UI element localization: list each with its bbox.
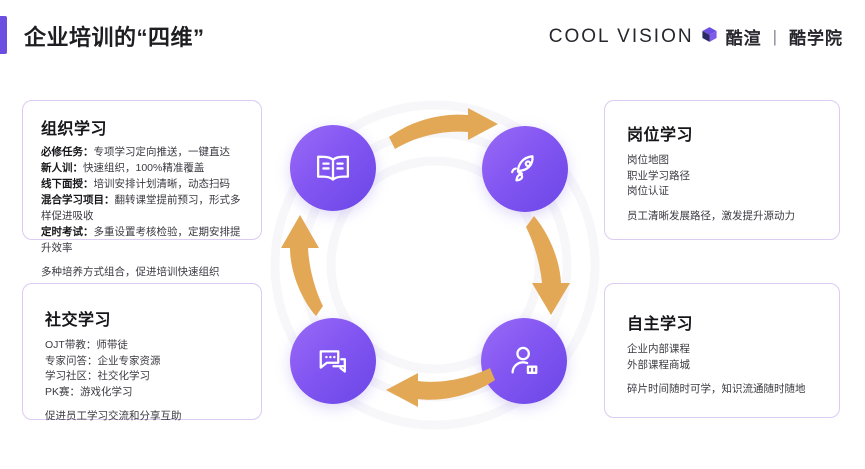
cycle-node-position[interactable] — [482, 126, 568, 212]
rocket-icon — [511, 155, 534, 182]
card-line-label: 新人训 — [41, 162, 73, 174]
card-line-text: 多重设置考核检验，定期安排提升效率 — [41, 226, 241, 254]
arrow-down-icon — [526, 216, 570, 315]
card-line-text: 专项学习定向推送，一键直达 — [93, 146, 231, 158]
cycle-node-organizational[interactable] — [290, 125, 376, 211]
card-line-label: 线下面授 — [41, 178, 83, 190]
card-line-sep: ： — [83, 146, 94, 158]
chat-bubbles-icon — [319, 350, 346, 373]
title-accent-bar — [0, 16, 7, 54]
card-line: 学习社区：社交化学习 — [45, 370, 150, 382]
card-footer: 碎片时间随时可学，知识流通随时随地 — [627, 383, 806, 395]
card-line: OJT带教：师带徒 — [45, 339, 128, 351]
person-reading-icon — [511, 346, 538, 374]
cube-icon — [701, 26, 717, 42]
arrow-left-icon — [386, 368, 495, 407]
card-line: 新人训：快速组织，100%精准覆盖 — [41, 160, 246, 176]
card-line-sep: ： — [83, 178, 94, 190]
card-title: 自主学习 — [627, 316, 694, 333]
card-line: 定时考试：多重设置考核检验，定期安排提升效率 — [41, 224, 246, 256]
card-position-learning[interactable]: 岗位学习 岗位地图 职业学习路径 岗位认证 员工清晰发展路径，激发提升源动力 — [604, 100, 840, 240]
card-line: 外部课程商城 — [627, 358, 690, 371]
brand-logo: COOL VISION 酷渲 | 酷学院 — [549, 24, 843, 49]
brand-wordmark: COOL VISION — [548, 25, 694, 47]
card-line-sep: ： — [104, 194, 115, 206]
card-social-learning[interactable]: 社交学习 OJT带教：师带徒 专家问答：企业专家资源 学习社区：社交化学习 PK… — [22, 283, 262, 422]
card-line: 企业内部课程 — [627, 343, 690, 355]
card-line: 岗位认证 — [627, 185, 669, 197]
card-line-label: 混合学习项目 — [41, 194, 104, 206]
cycle-node-self-directed[interactable] — [481, 318, 567, 404]
brand-separator: | — [772, 26, 778, 46]
card-line-sep: ： — [83, 226, 94, 238]
card-line: 岗位地图 — [627, 154, 669, 166]
card-line: 混合学习项目：翻转课堂提前预习，形式多样促进吸收 — [41, 192, 246, 224]
cycle-node-social[interactable] — [290, 318, 376, 404]
card-footer: 员工清晰发展路径，激发提升源动力 — [627, 209, 795, 222]
card-title: 社交学习 — [45, 312, 112, 329]
card-organizational-learning[interactable]: 组织学习 必修任务：专项学习定向推送，一键直达 新人训：快速组织，100%精准覆… — [22, 100, 262, 278]
card-line: 线下面授：培训安排计划清晰，动态扫码 — [41, 176, 246, 192]
card-footer: 多种培养方式组合，促进培训快速组织 — [41, 266, 220, 278]
card-line: 专家问答：企业专家资源 — [45, 354, 161, 367]
card-line-text: 翻转课堂提前预习，形式多样促进吸收 — [41, 194, 241, 222]
brand-cn-right: 酷学院 — [789, 29, 843, 48]
arrow-right-icon — [389, 108, 498, 149]
card-line-text: 培训安排计划清晰，动态扫码 — [93, 178, 231, 190]
card-line: PK赛：游戏化学习 — [45, 385, 133, 398]
card-line: 职业学习路径 — [627, 169, 690, 182]
brand-cn-left: 酷渲 — [725, 29, 762, 48]
card-title: 岗位学习 — [627, 127, 694, 144]
card-line-sep: ： — [72, 162, 84, 174]
page-title: 企业培训的“四维” — [24, 25, 205, 50]
open-book-icon — [316, 155, 350, 181]
card-footer: 促进员工学习交流和分享互助 — [45, 410, 182, 422]
card-self-directed-learning[interactable]: 自主学习 企业内部课程 外部课程商城 碎片时间随时可学，知识流通随时随地 — [604, 283, 840, 418]
card-line-text: 快速组织，100%精准覆盖 — [83, 162, 205, 174]
arrow-up-icon — [281, 215, 323, 316]
card-title: 组织学习 — [41, 121, 108, 138]
card-line: 必修任务：专项学习定向推送，一键直达 — [41, 144, 246, 160]
card-line-label: 必修任务 — [41, 146, 83, 158]
card-line-label: 定时考试 — [41, 226, 83, 238]
